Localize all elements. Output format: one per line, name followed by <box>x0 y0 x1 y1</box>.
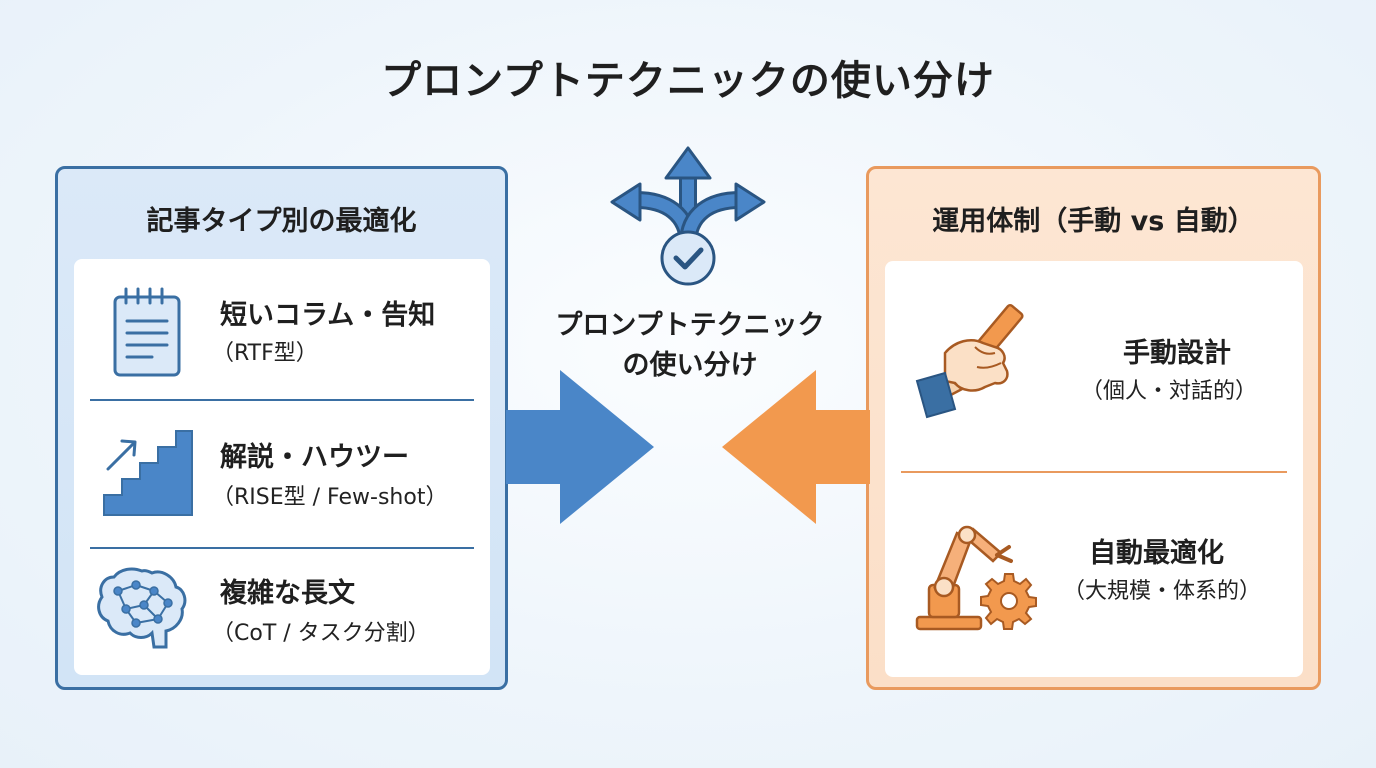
robot-arm-gear-icon <box>913 519 1037 631</box>
item-label: 手動設計 <box>1123 338 1231 369</box>
page-title: プロンプトテクニックの使い分け <box>381 58 995 104</box>
blue-arrow <box>506 368 656 526</box>
article-type-panel: 記事タイプ別の最適化 短いコラム・告知 （RTF型） <box>55 166 508 690</box>
operation-panel: 運用体制（手動 vs 自動） 手動設計 （個人・対話的） <box>866 166 1321 690</box>
list-item: 手動設計 （個人・対話的） <box>885 261 1303 469</box>
list-item: 自動最適化 （大規模・体系的） <box>885 473 1303 677</box>
item-sub: （CoT / タスク分割） <box>212 621 430 646</box>
stairs-icon <box>102 429 194 517</box>
operation-heading: 運用体制（手動 vs 自動） <box>932 206 1255 237</box>
item-label: 解説・ハウツー <box>220 442 409 473</box>
article-type-list: 短いコラム・告知 （RTF型） 解説・ハウツー （RISE型 / Few-sho… <box>74 259 490 675</box>
operation-list: 手動設計 （個人・対話的） <box>885 261 1303 677</box>
item-label: 複雑な長文 <box>220 578 355 609</box>
center-label-line1: プロンプトテクニック <box>555 310 825 341</box>
list-item: 複雑な長文 （CoT / タスク分割） <box>74 549 490 675</box>
list-item: 短いコラム・告知 （RTF型） <box>74 259 490 397</box>
list-item: 解説・ハウツー （RISE型 / Few-shot） <box>74 401 490 547</box>
center-label: プロンプトテクニック の使い分け <box>520 306 860 386</box>
center-label-line2: の使い分け <box>622 350 758 381</box>
item-sub: （RTF型） <box>212 341 318 366</box>
notepad-icon <box>112 287 182 379</box>
item-label: 自動最適化 <box>1089 538 1224 569</box>
split-arrows-check-icon <box>606 144 770 286</box>
item-label: 短いコラム・告知 <box>220 300 436 331</box>
item-sub: （RISE型 / Few-shot） <box>212 485 448 510</box>
article-type-heading: 記事タイプ別の最適化 <box>146 206 417 237</box>
divider <box>90 547 474 549</box>
divider <box>901 471 1287 473</box>
brain-network-icon <box>96 565 188 651</box>
item-sub: （個人・対話的） <box>1081 379 1258 404</box>
divider <box>90 399 474 401</box>
hand-pencil-icon <box>915 301 1039 425</box>
orange-arrow <box>720 368 870 526</box>
item-sub: （大規模・体系的） <box>1063 579 1262 604</box>
